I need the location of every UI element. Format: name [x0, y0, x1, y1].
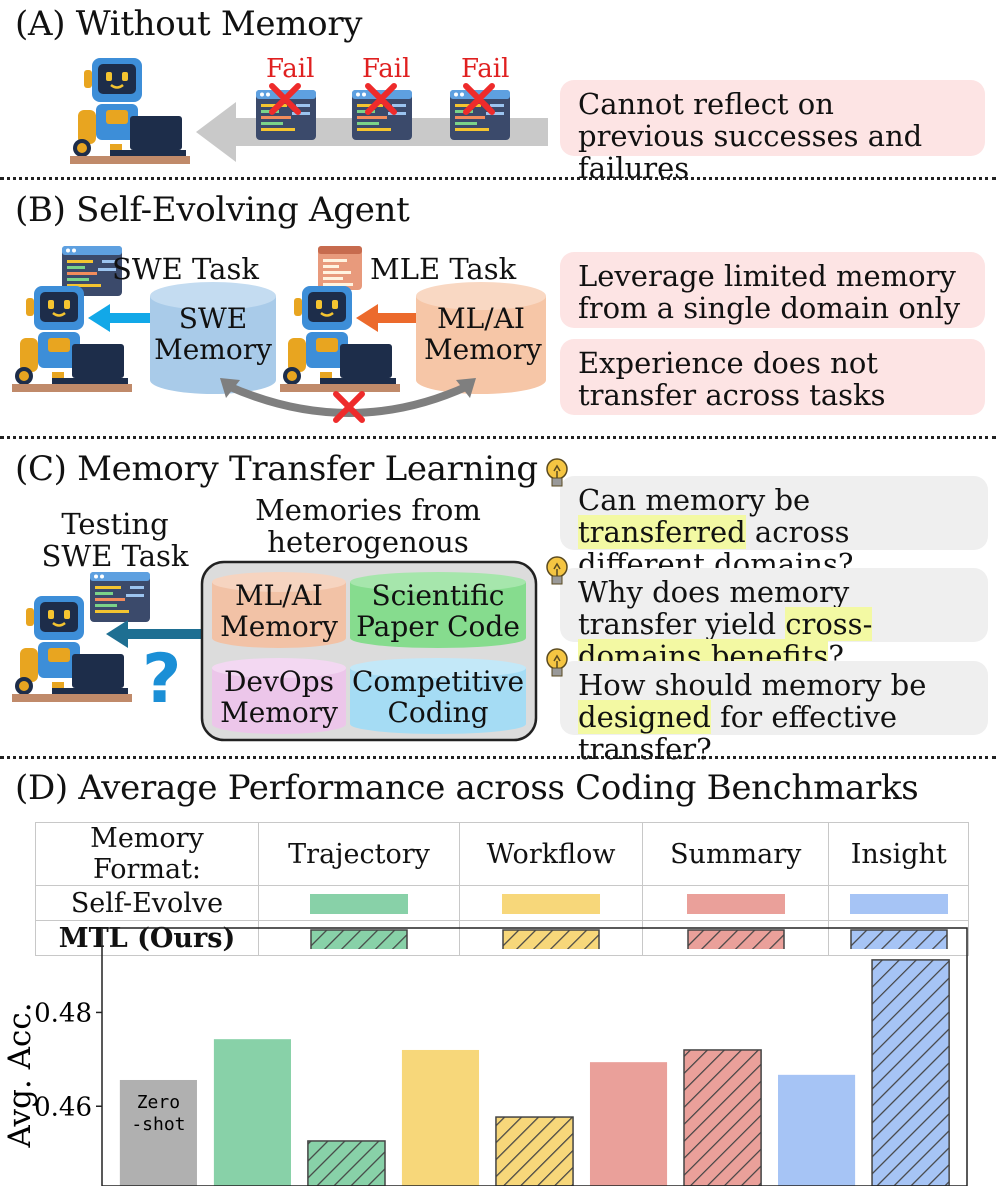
q3-highlight: designed: [578, 700, 711, 734]
devops-cylinder: [212, 658, 346, 734]
bar-trajectory-self-evolve: [213, 1039, 291, 1186]
swe-memory-cylinder: [150, 282, 276, 394]
y-axis-label: Avg. Acc.: [2, 1002, 38, 1148]
bar-insight-mtl: [871, 959, 950, 1187]
y-tick-label: 0.46: [34, 1092, 92, 1122]
bar-chart-svg: Avg. Acc. Zero-shot 0.46 0.48: [2, 927, 968, 1187]
question-box-2: Why does memory transfer yield cross-dom…: [560, 568, 988, 673]
swatch-summary: [686, 894, 785, 914]
section-b-graphic: [10, 246, 546, 430]
mem-scientific-label: Scientific Paper Code: [356, 579, 520, 643]
question-mark-icon: ?: [142, 640, 182, 719]
mlai-memory-label: ML/AI Memory: [424, 302, 542, 366]
robot-icon: [278, 284, 402, 394]
bulb-icon: [546, 648, 568, 677]
swatch-workflow-hatched: [502, 929, 600, 949]
swatch-trajectory-hatched: [310, 929, 408, 949]
section-c-title: (C) Memory Transfer Learning: [15, 449, 538, 489]
section-b-note-2: Experience does not transfer across task…: [560, 339, 985, 415]
bar-zero-shot: [119, 1079, 197, 1186]
swatch-insight-hatched: [849, 929, 948, 949]
legend-workflow: Workflow: [459, 822, 644, 886]
mlai-cylinder: [212, 572, 346, 648]
robot-icon: [10, 284, 134, 394]
scientific-cylinder: [350, 572, 526, 648]
section-d-title: (D) Average Performance across Coding Be…: [15, 768, 919, 808]
legend-summary: Summary: [642, 822, 830, 886]
bar-insight-self-evolve: [778, 1074, 856, 1186]
competitive-cylinder: [350, 658, 526, 734]
divider-3: [0, 756, 996, 759]
curved-double-arrow-icon: [226, 382, 470, 417]
legend-header: Memory Format:: [35, 822, 259, 886]
bulb-icon: [546, 556, 568, 585]
code-window-icon: [318, 246, 362, 290]
swatch-insight: [849, 894, 948, 914]
y-tick-label: 0.48: [34, 998, 92, 1028]
bar-summary-self-evolve: [589, 1062, 668, 1186]
swe-task-label: SWE Task: [112, 252, 259, 286]
divider-2: [0, 436, 996, 439]
zero-shot-label: -shot: [131, 1114, 185, 1135]
question-box-3: How should memory be designed for effect…: [560, 661, 988, 765]
zero-shot-label: Zero: [137, 1092, 180, 1113]
q1-highlight: transferred: [578, 515, 746, 549]
fail-label-1: Fail: [266, 54, 315, 84]
q3-pre: How should memory be: [578, 668, 927, 702]
section-c-graphic: [10, 560, 538, 742]
code-window-icon: [90, 572, 150, 622]
bar-summary-mtl: [683, 1049, 762, 1187]
fail-label-3: Fail: [461, 54, 510, 84]
divider-1: [0, 177, 996, 180]
question-box-1: Can memory be transferred across differe…: [560, 476, 988, 580]
mle-task-label: MLE Task: [370, 252, 517, 286]
q1-pre: Can memory be: [578, 483, 811, 517]
orange-arrow-icon: [356, 304, 416, 332]
section-a-graphic: [68, 56, 548, 166]
fail-label-2: Fail: [362, 54, 411, 84]
bar-chart: Avg. Acc. Zero-shot 0.46 0.48: [0, 925, 996, 1187]
swe-memory-label: SWE Memory: [154, 302, 272, 366]
legend-trajectory: Trajectory: [257, 822, 461, 886]
blue-arrow-icon: [88, 304, 150, 332]
swatch-trajectory: [310, 894, 409, 914]
teal-arrow-icon: [106, 620, 206, 648]
bar-trajectory-mtl: [307, 1140, 386, 1187]
section-a-title: (A) Without Memory: [15, 4, 363, 44]
section-a-note: Cannot reflect on previous successes and…: [560, 80, 985, 184]
legend-row-self-evolve: Self-Evolve: [35, 885, 259, 921]
mem-mlai-label: ML/AI Memory: [220, 579, 338, 643]
mem-devops-label: DevOps Memory: [220, 665, 338, 729]
q3-post: for effective transfer?: [578, 700, 897, 766]
mem-competitive-label: Competitive Coding: [352, 665, 525, 729]
section-b-note-1: Leverage limited memory from a single do…: [560, 252, 985, 328]
testing-swe-task-label: Testing SWE Task: [41, 507, 189, 573]
swatch-summary-hatched: [687, 929, 785, 949]
bar-workflow-self-evolve: [401, 1049, 480, 1186]
legend-insight: Insight: [828, 822, 969, 886]
bar-workflow-mtl: [495, 1116, 574, 1187]
bulb-icon: [546, 458, 568, 487]
legend-table: Memory Format: Trajectory Workflow Summa…: [35, 822, 969, 956]
robot-icon: [68, 56, 192, 166]
section-b-title: (B) Self-Evolving Agent: [15, 190, 410, 230]
q2-pre: Why does memory transfer yield: [578, 575, 850, 641]
swatch-workflow: [502, 894, 601, 914]
mlai-memory-cylinder: [416, 282, 546, 394]
